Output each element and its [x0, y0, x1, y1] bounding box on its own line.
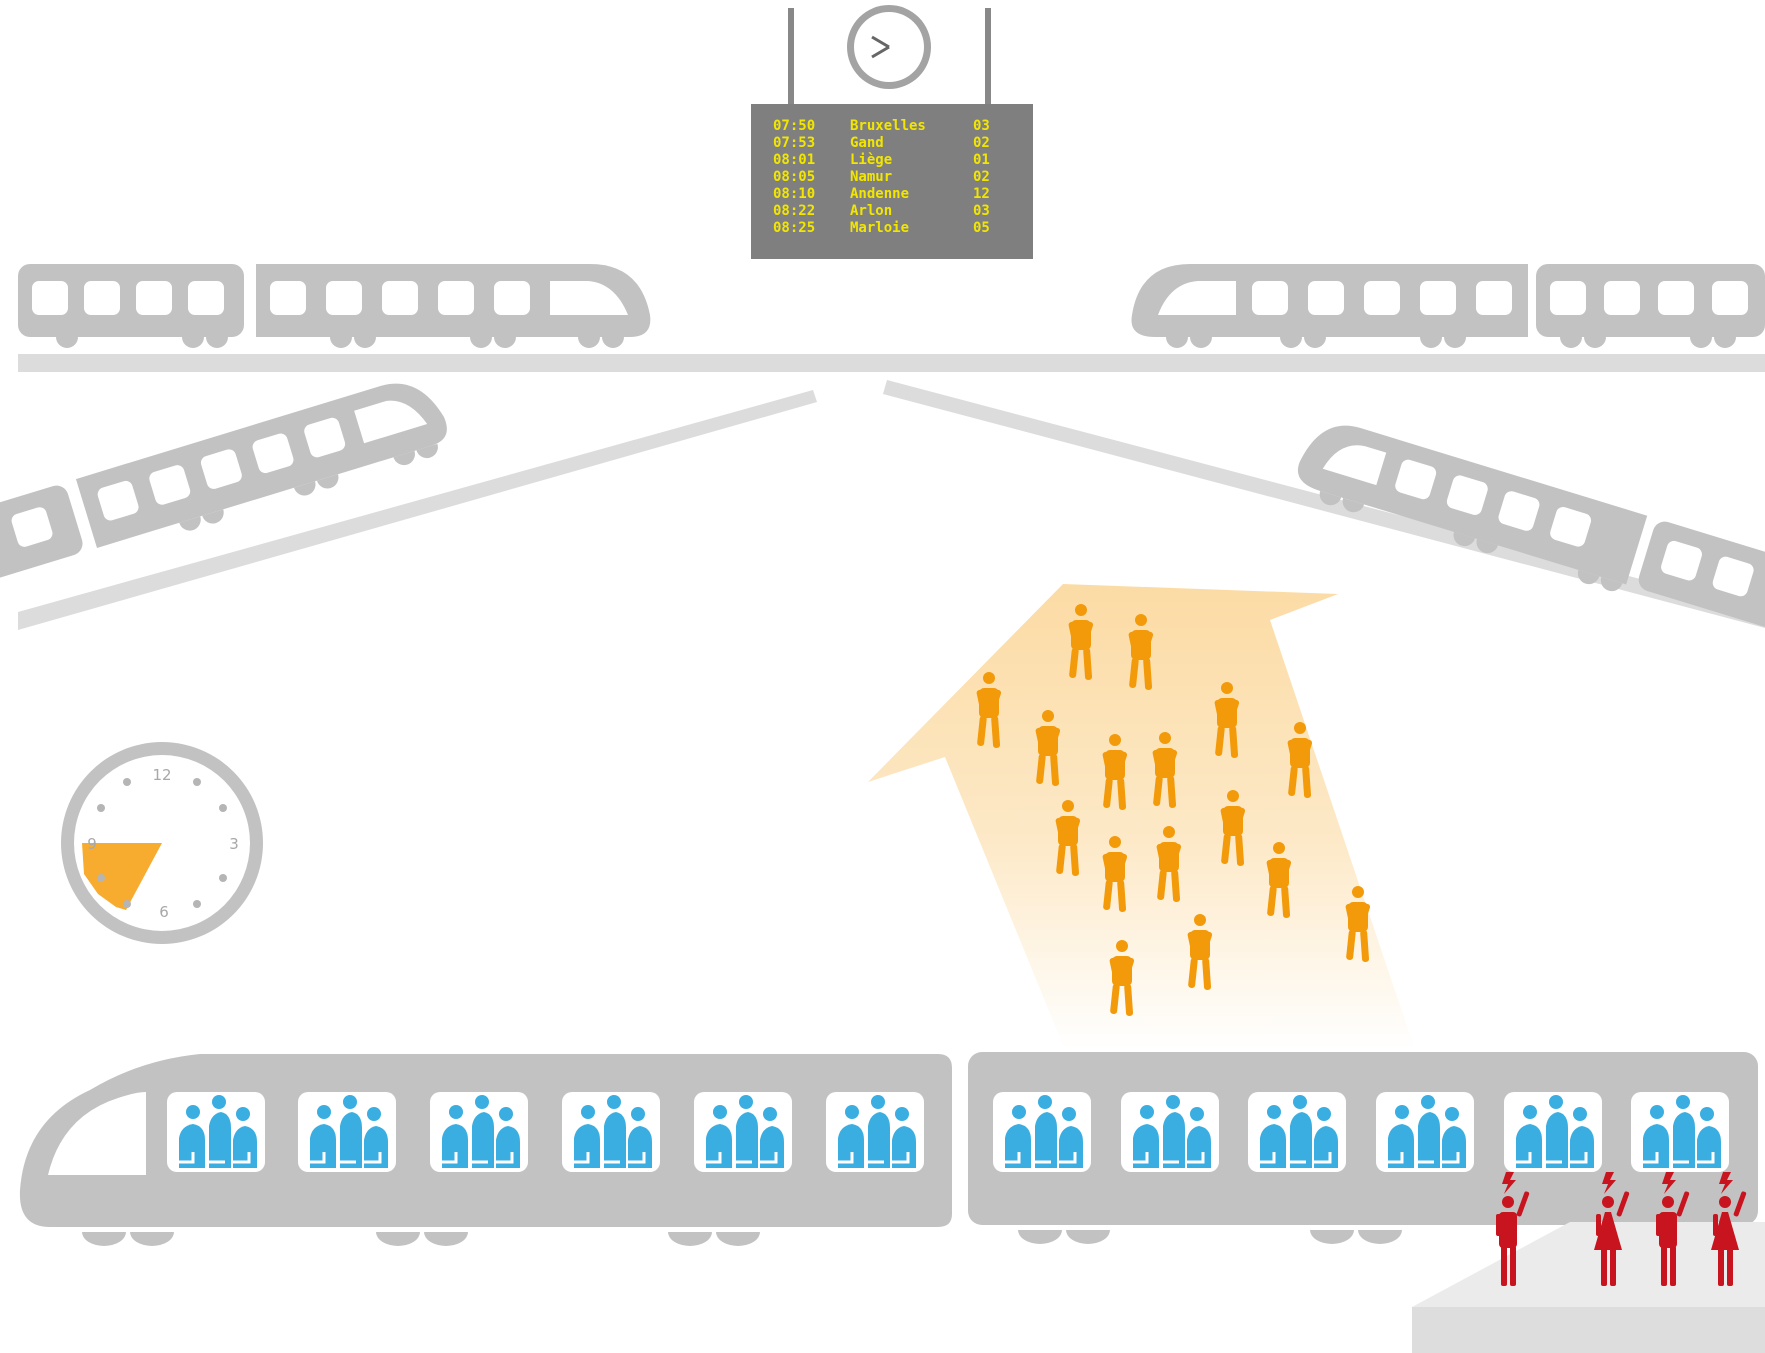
departure-time: 08:22 — [773, 203, 815, 219]
departure-track: 05 — [973, 220, 990, 236]
departure-destination: Gand — [850, 135, 884, 151]
departure-time: 07:53 — [773, 135, 815, 151]
board-pole-right — [985, 8, 991, 104]
departure-track: 03 — [973, 118, 990, 134]
departure-destination: Arlon — [850, 203, 892, 219]
seated-passengers-icon — [298, 1092, 396, 1172]
departure-destination: Liège — [850, 152, 892, 168]
seated-passengers-icon — [562, 1092, 660, 1172]
train-right-diagonal — [1290, 414, 1765, 657]
seated-passengers-icon — [167, 1092, 265, 1172]
departure-time: 08:25 — [773, 220, 815, 236]
seated-passengers-icon — [1121, 1092, 1219, 1172]
wall-clock-icon: 12 3 6 9 — [61, 742, 263, 944]
seated-passengers-icon — [1248, 1092, 1346, 1172]
departure-track: 02 — [973, 169, 990, 185]
train-top-left — [18, 264, 650, 348]
clock-label-3: 3 — [229, 835, 239, 853]
departure-destination: Namur — [850, 169, 892, 185]
departure-destination: Andenne — [850, 186, 909, 202]
station-clock-icon — [847, 5, 931, 89]
clock-label-12: 12 — [152, 766, 171, 784]
departure-track: 01 — [973, 152, 990, 168]
track-upper — [18, 354, 1765, 372]
board-pole-left — [788, 8, 794, 104]
departure-time: 08:10 — [773, 186, 815, 202]
seated-passengers-icon — [826, 1092, 924, 1172]
departure-track: 12 — [973, 186, 990, 202]
seated-passengers-icon — [694, 1092, 792, 1172]
train-top-right — [1131, 264, 1765, 348]
departure-destination: Marloie — [850, 220, 909, 236]
departure-time: 07:50 — [773, 118, 815, 134]
departure-time: 08:05 — [773, 169, 815, 185]
clock-label-6: 6 — [159, 903, 169, 921]
platform — [1412, 1222, 1765, 1353]
seated-passengers-icon — [1504, 1092, 1602, 1172]
seated-passengers-icon — [993, 1092, 1091, 1172]
departure-track: 02 — [973, 135, 990, 151]
track-right-diagonal — [883, 380, 1765, 628]
seated-passengers-icon — [1631, 1092, 1729, 1172]
clock-label-9: 9 — [87, 835, 97, 853]
seated-passengers-icon — [1376, 1092, 1474, 1172]
train-wheels — [82, 1230, 1402, 1246]
seated-passengers-icon — [430, 1092, 528, 1172]
departure-time: 08:01 — [773, 152, 815, 168]
departure-track: 03 — [973, 203, 990, 219]
departure-destination: Bruxelles — [850, 118, 926, 134]
